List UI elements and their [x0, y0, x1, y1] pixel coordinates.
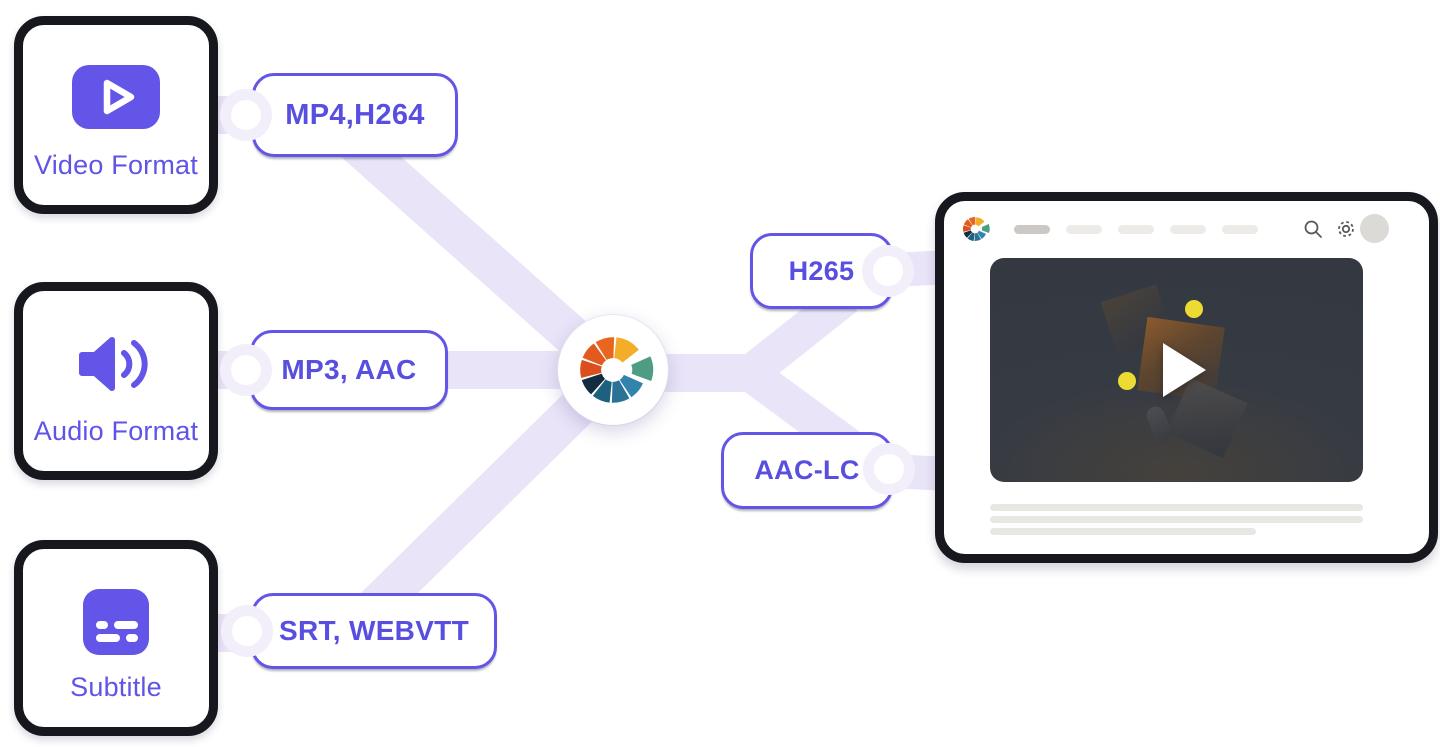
- pill-srt-webvtt: SRT, WEBVTT: [251, 593, 497, 669]
- converter-hub: [558, 315, 668, 425]
- connector-band: [353, 365, 621, 629]
- node-dot: [220, 89, 272, 141]
- nav-placeholder: [1222, 225, 1258, 234]
- node-dot: [220, 344, 272, 396]
- video-player: [990, 258, 1363, 482]
- video-format-card: Video Format: [14, 16, 218, 214]
- search-icon[interactable]: [1302, 218, 1324, 240]
- text-placeholder-line: [990, 528, 1256, 535]
- speaker-icon: [79, 337, 148, 391]
- subtitle-icon: [83, 589, 149, 655]
- avatar[interactable]: [1360, 214, 1389, 243]
- nav-placeholder-bars: [1014, 225, 1258, 234]
- video-format-label: Video Format: [34, 150, 198, 180]
- color-wheel-logo: [963, 217, 990, 241]
- color-wheel-logo: [580, 337, 654, 403]
- gear-icon[interactable]: [1335, 218, 1357, 240]
- pill-h265: H265: [750, 233, 893, 309]
- video-play-icon: [72, 65, 160, 129]
- node-dot: [863, 443, 915, 495]
- nav-placeholder: [1118, 225, 1154, 234]
- nav-placeholder: [1066, 225, 1102, 234]
- audio-format-card: Audio Format: [14, 282, 218, 480]
- yellow-dot: [1118, 372, 1136, 390]
- nav-placeholder: [1014, 225, 1050, 234]
- node-dot: [221, 605, 273, 657]
- play-button[interactable]: [1163, 343, 1206, 397]
- nav-placeholder: [1170, 225, 1206, 234]
- connector-band: [336, 123, 620, 381]
- yellow-dot: [1185, 300, 1203, 318]
- subtitle-card: Subtitle: [14, 540, 218, 736]
- browser-mockup: [935, 192, 1438, 563]
- subtitle-label: Subtitle: [70, 672, 162, 702]
- audio-format-label: Audio Format: [33, 416, 199, 446]
- text-placeholder-line: [990, 516, 1363, 523]
- node-dot: [862, 245, 914, 297]
- pill-mp3-aac: MP3, AAC: [250, 330, 448, 410]
- pill-mp4-h264: MP4,H264: [252, 73, 458, 157]
- text-placeholder-line: [990, 504, 1363, 511]
